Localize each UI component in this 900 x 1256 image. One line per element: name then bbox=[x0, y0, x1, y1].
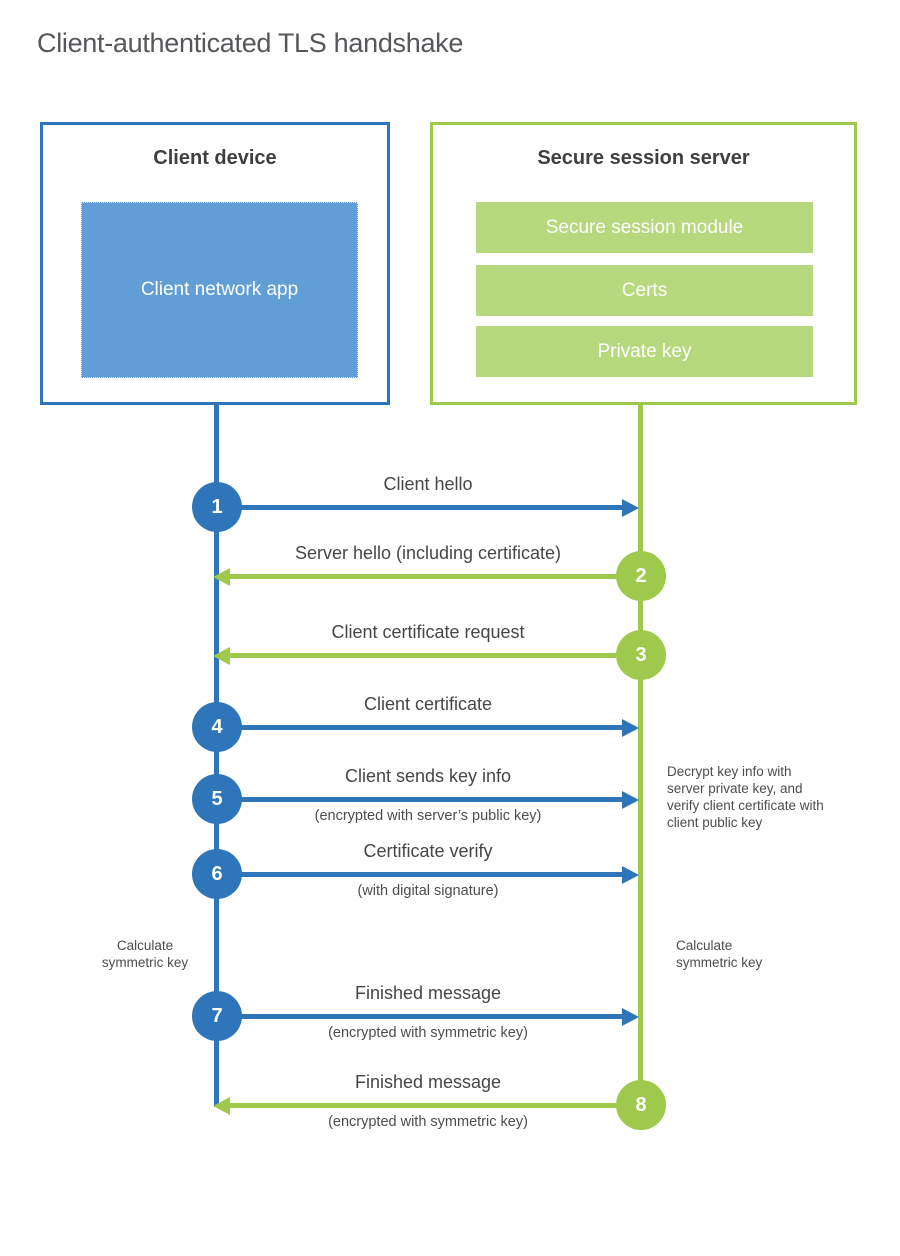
secure-session-module-bar: Secure session module bbox=[476, 202, 813, 253]
step-number-1: 1 bbox=[211, 495, 223, 518]
step-circle-2: 2 bbox=[616, 551, 666, 601]
step-number-4: 4 bbox=[211, 715, 223, 738]
page-title: Client-authenticated TLS handshake bbox=[37, 28, 464, 58]
step-circle-8: 8 bbox=[616, 1080, 666, 1130]
client-device-box: Client device Client network app bbox=[40, 122, 390, 405]
step-number-3: 3 bbox=[635, 643, 647, 666]
message-label-client-sends-key-info: Client sends key info bbox=[344, 766, 512, 786]
step-number-2: 2 bbox=[635, 564, 647, 587]
client-device-title: Client device bbox=[153, 147, 277, 169]
step-circle-4: 4 bbox=[192, 702, 242, 752]
step-circle-3: 3 bbox=[616, 630, 666, 680]
client-network-app-label: Client network app bbox=[140, 279, 299, 301]
note-calculate-symmetric-key-server: Calculate symmetric key bbox=[676, 938, 763, 971]
client-lifeline bbox=[214, 404, 219, 1107]
message-sub-finished-message-client: (encrypted with symmetric key) bbox=[328, 1025, 528, 1041]
step-circle-5: 5 bbox=[192, 774, 242, 824]
step-number-7: 7 bbox=[211, 1004, 223, 1027]
note-decrypt-key-info: Decrypt key info with server private key… bbox=[667, 764, 824, 831]
step-circle-1: 1 bbox=[192, 482, 242, 532]
arrow-client-certificate bbox=[240, 725, 622, 730]
secure-session-server-title: Secure session server bbox=[537, 147, 750, 169]
message-label-finished-message-client: Finished message bbox=[354, 983, 502, 1003]
message-label-client-hello: Client hello bbox=[383, 474, 473, 494]
message-sub-certificate-verify: (with digital signature) bbox=[357, 883, 499, 899]
message-label-client-certificate: Client certificate bbox=[363, 694, 493, 714]
arrow-client-hello bbox=[240, 505, 622, 510]
message-label-client-certificate-request: Client certificate request bbox=[331, 622, 525, 642]
arrow-finished-message-client bbox=[240, 1014, 622, 1019]
step-circle-6: 6 bbox=[192, 849, 242, 899]
arrow-client-sends-key-info bbox=[240, 797, 622, 802]
message-label-certificate-verify: Certificate verify bbox=[363, 841, 493, 861]
arrow-server-hello bbox=[230, 574, 616, 579]
secure-session-server-box: Secure session server Secure session mod… bbox=[430, 122, 857, 405]
arrow-finished-message-server bbox=[230, 1103, 616, 1108]
server-lifeline bbox=[638, 404, 643, 1130]
arrow-certificate-verify bbox=[240, 872, 622, 877]
step-number-5: 5 bbox=[211, 787, 223, 810]
step-number-6: 6 bbox=[211, 862, 223, 885]
message-label-finished-message-server: Finished message bbox=[354, 1072, 502, 1092]
step-circle-7: 7 bbox=[192, 991, 242, 1041]
message-sub-finished-message-server: (encrypted with symmetric key) bbox=[328, 1114, 528, 1130]
private-key-bar: Private key bbox=[476, 326, 813, 377]
message-label-server-hello: Server hello (including certificate) bbox=[294, 543, 562, 563]
certs-bar: Certs bbox=[476, 265, 813, 316]
note-calculate-symmetric-key-client: Calculate symmetric key bbox=[101, 938, 189, 971]
arrow-client-certificate-request bbox=[230, 653, 616, 658]
message-sub-client-sends-key-info: (encrypted with server’s public key) bbox=[314, 808, 542, 824]
client-network-app-box: Client network app bbox=[81, 202, 358, 378]
step-number-8: 8 bbox=[635, 1093, 647, 1116]
